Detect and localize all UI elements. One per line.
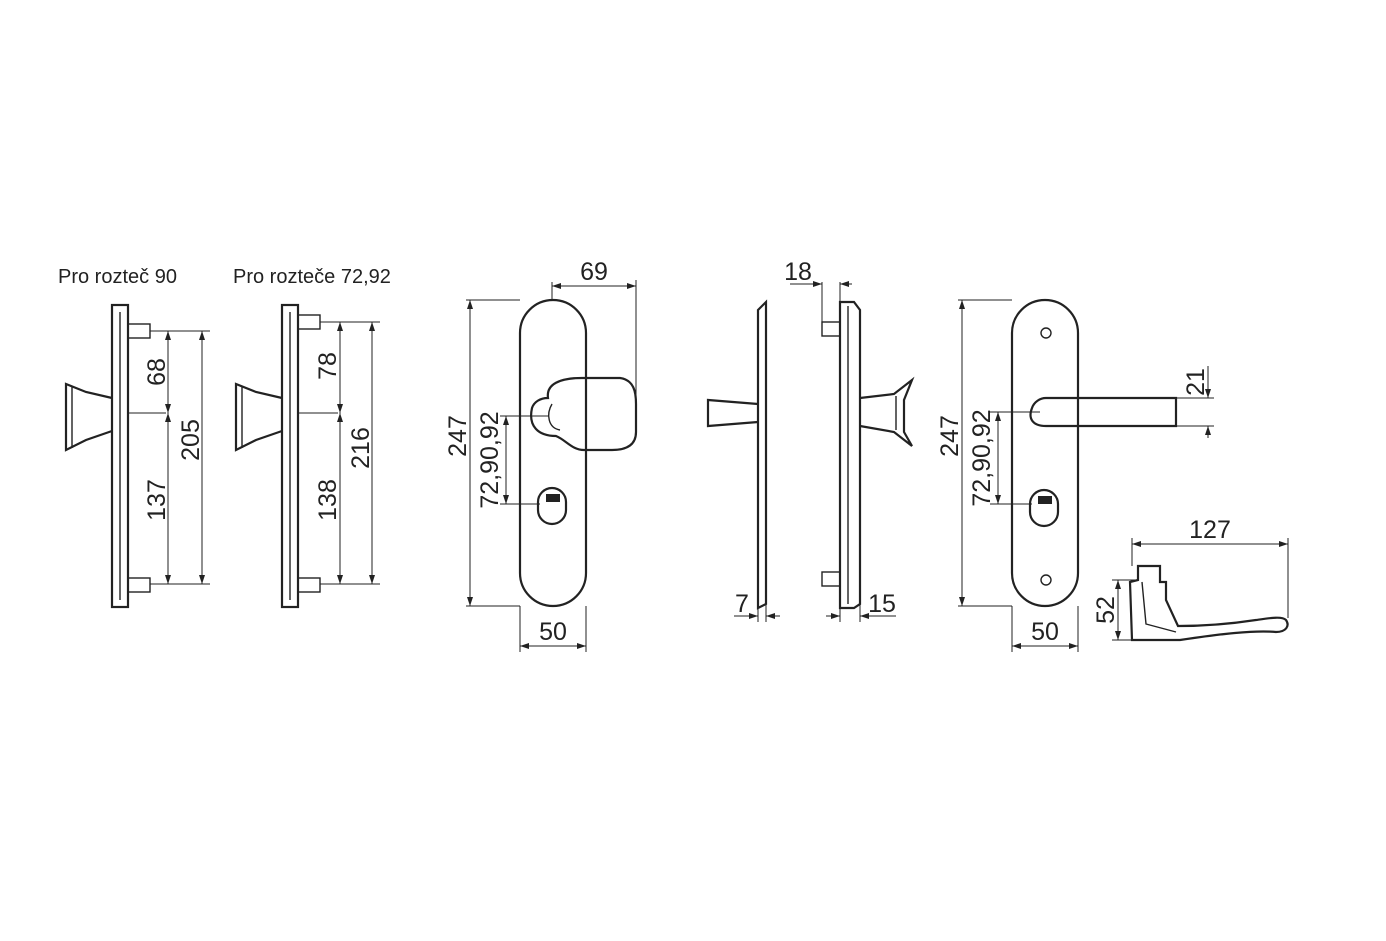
dim-a-bottom: 137 (143, 479, 171, 521)
lever-shield-front-view (958, 298, 1214, 652)
dim-lever-length: 127 (1189, 516, 1231, 544)
dim-side-thickness-b: 15 (868, 590, 896, 618)
dim-b-top: 78 (314, 352, 342, 380)
dim-a-top: 68 (143, 358, 171, 386)
dim-knob-height: 247 (444, 415, 472, 457)
dim-knob-width: 50 (539, 618, 567, 646)
dim-a-total: 205 (177, 419, 205, 461)
dim-b-total: 216 (347, 427, 375, 469)
dim-b-bottom: 138 (314, 479, 342, 521)
dim-knob-spacing: 72,90,92 (476, 411, 504, 508)
dim-knob-projection: 69 (580, 258, 608, 286)
profile-view-spacing-72-92 (234, 303, 380, 609)
dim-lever-depth: 52 (1092, 596, 1120, 624)
lever-top-view (1112, 538, 1289, 642)
dim-lever-height: 247 (936, 415, 964, 457)
knob-shield-front-view (466, 280, 638, 652)
dim-side-offset: 18 (784, 258, 812, 286)
side-views (706, 281, 915, 622)
dim-lever-diameter: 21 (1182, 368, 1210, 396)
caption-spacing-72-92: Pro rozteče 72,92 (233, 266, 391, 288)
dim-lever-width: 50 (1031, 618, 1059, 646)
dim-side-thickness-a: 7 (735, 590, 749, 618)
caption-spacing-90: Pro rozteč 90 (58, 266, 177, 288)
dim-lever-spacing: 72,90,92 (968, 409, 996, 506)
profile-view-spacing-90 (64, 303, 210, 609)
